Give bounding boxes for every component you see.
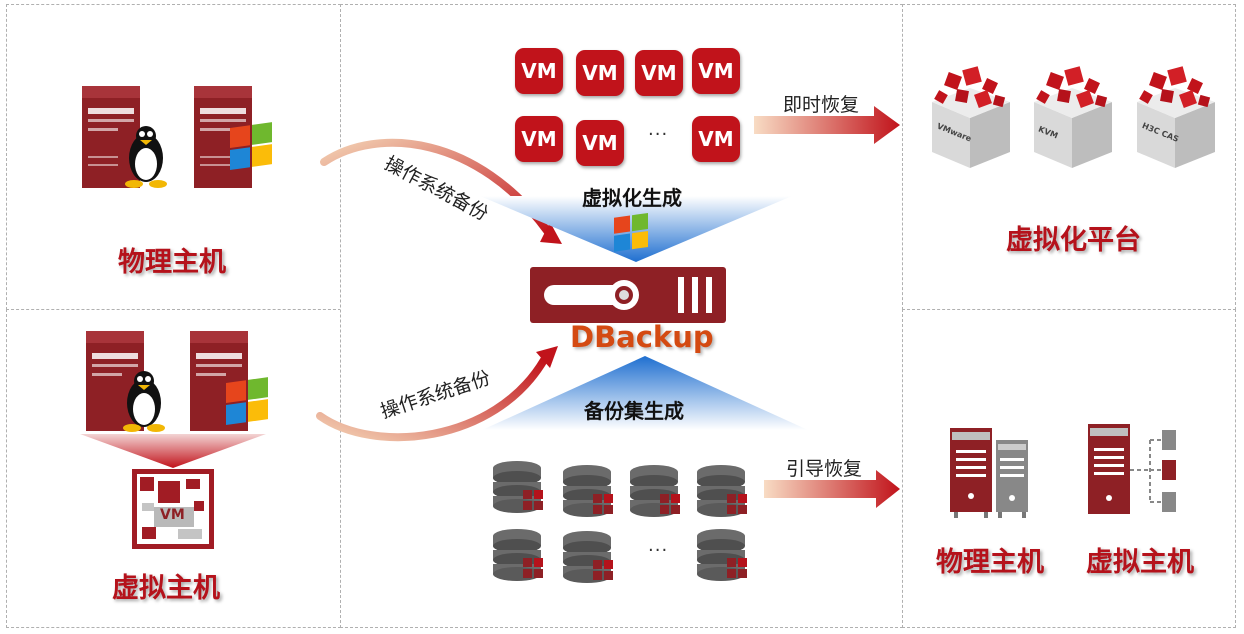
physical-server-icon bbox=[950, 428, 1028, 518]
vm-chip-label: VM bbox=[160, 507, 185, 523]
virt-platform-title: 虚拟化平台 bbox=[1006, 225, 1141, 256]
dbackup-server-icon bbox=[530, 267, 726, 323]
linux-server-icon bbox=[86, 331, 165, 432]
platform-cube-icon: VMware bbox=[928, 66, 1014, 170]
vm-icon: VM bbox=[576, 50, 624, 96]
virtual-server-icon bbox=[1088, 424, 1176, 514]
vm-icon: VM bbox=[692, 48, 740, 94]
vm-icon: VM bbox=[515, 116, 563, 162]
vm-icon: VM bbox=[515, 48, 563, 94]
physical-host-panel bbox=[6, 4, 341, 310]
linux-server-icon bbox=[82, 86, 167, 188]
boot-restore-arrow bbox=[764, 470, 900, 508]
backupset-fan bbox=[482, 356, 808, 430]
virtualization-generate-label: 虚拟化生成 bbox=[582, 186, 682, 210]
platform-cube-icon: KVM bbox=[1030, 66, 1116, 170]
windows-server-icon bbox=[194, 86, 272, 188]
instant-restore-label: 即时恢复 bbox=[783, 94, 860, 116]
os-backup-arrow-bottom bbox=[316, 346, 558, 442]
instant-restore-arrow bbox=[754, 106, 900, 144]
database-icon bbox=[563, 465, 613, 517]
vm-icon: VM bbox=[692, 116, 740, 162]
database-icon bbox=[630, 465, 680, 517]
vm-ellipsis: ··· bbox=[648, 124, 669, 145]
vm-icon: VM bbox=[576, 120, 624, 166]
windows-logo-icon bbox=[614, 212, 648, 252]
windows-server-icon bbox=[190, 331, 268, 431]
database-icon bbox=[697, 465, 747, 517]
backupset-generate-label: 备份集生成 bbox=[584, 399, 684, 423]
product-name: DBackup bbox=[570, 320, 714, 354]
database-icon bbox=[493, 529, 543, 581]
restore-physical-title: 物理主机 bbox=[936, 547, 1044, 578]
virtual-host-title: 虚拟主机 bbox=[112, 573, 220, 604]
vm-projection-fan bbox=[80, 434, 266, 468]
virtual-host-panel bbox=[6, 309, 341, 628]
database-icon bbox=[697, 529, 747, 581]
restore-virtual-title: 虚拟主机 bbox=[1086, 547, 1194, 578]
vm-chip-icon: VM bbox=[132, 469, 214, 549]
database-icon bbox=[563, 531, 613, 583]
physical-host-title: 物理主机 bbox=[118, 247, 226, 278]
database-icon bbox=[493, 461, 543, 513]
db-ellipsis: ··· bbox=[648, 540, 669, 561]
platform-cube-icon: H3C CAS bbox=[1133, 66, 1219, 170]
vm-icon: VM bbox=[635, 50, 683, 96]
boot-restore-label: 引导恢复 bbox=[786, 458, 863, 480]
